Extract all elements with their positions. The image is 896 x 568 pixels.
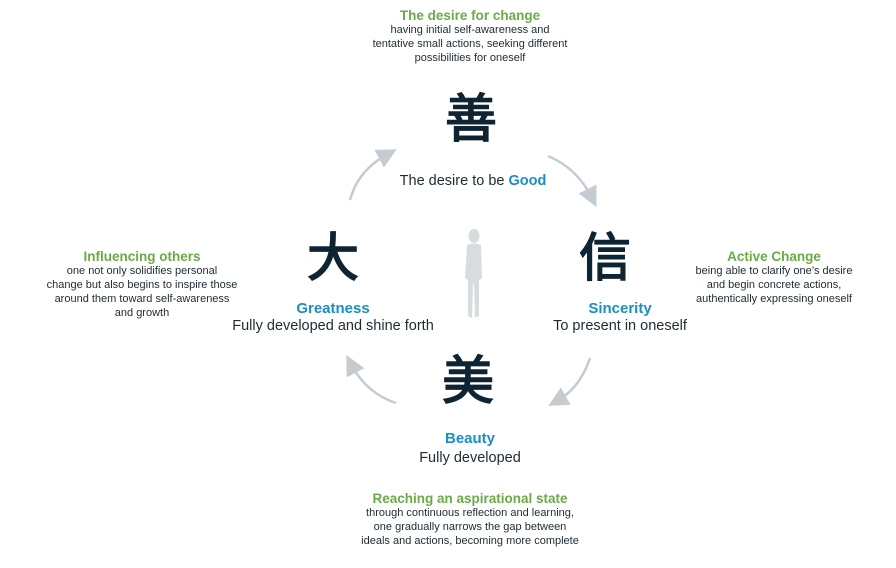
cycle-arrow-icon: [548, 357, 592, 406]
greatness-label: Greatness: [296, 300, 370, 317]
cycle-arrow-icon: [346, 355, 397, 405]
sincerity-label: Sincerity: [588, 300, 652, 317]
cycle-arrow-icon: [348, 149, 397, 201]
top-heading: The desire for change: [399, 8, 541, 23]
right-line-1: being able to clarify one’s desire: [695, 265, 853, 277]
bottom-line-2: one gradually narrows the gap between: [373, 521, 567, 533]
sincerity-character: 信: [578, 228, 631, 289]
bottom-heading: Reaching an aspirational state: [372, 491, 568, 506]
right-annotation: Active Change being able to clarify one’…: [674, 249, 874, 306]
good-character: 善: [444, 89, 497, 150]
person-silhouette-icon: [465, 229, 482, 318]
left-heading: Influencing others: [83, 249, 201, 264]
right-heading: Active Change: [727, 249, 821, 264]
left-annotation: Influencing others one not only solidifi…: [30, 249, 254, 320]
top-line-3: possibilities for oneself: [414, 52, 526, 64]
left-line-2: change but also begins to inspire those: [46, 279, 238, 291]
beauty-desc: Fully developed: [419, 450, 521, 466]
greatness-character: 大: [306, 228, 359, 289]
sincerity-desc: To present in oneself: [553, 318, 687, 334]
top-line-1: having initial self-awareness and: [390, 24, 550, 36]
beauty-character: 美: [441, 351, 494, 412]
left-line-4: and growth: [114, 307, 170, 319]
bottom-line-3: ideals and actions, becoming more comple…: [361, 535, 579, 547]
top-line-2: tentative small actions, seeking differe…: [372, 38, 568, 50]
good-prefix: The desire to be: [399, 173, 509, 189]
beauty-label: Beauty: [444, 430, 496, 447]
cycle-arrow-icon: [547, 154, 597, 207]
left-line-1: one not only solidifies personal: [66, 265, 218, 277]
bottom-line-1: through continuous reflection and learni…: [366, 507, 574, 519]
good-caption: The desire to be Good: [350, 173, 596, 189]
bottom-annotation: Reaching an aspirational state through c…: [320, 491, 620, 548]
greatness-desc: Fully developed and shine forth: [232, 318, 434, 334]
right-line-2: and begin concrete actions,: [706, 279, 842, 291]
right-line-3: authentically expressing oneself: [696, 293, 852, 305]
good-word: Good: [508, 173, 547, 189]
left-line-3: around them toward self-awareness: [54, 293, 230, 305]
top-annotation: The desire for change having initial sel…: [320, 8, 620, 65]
